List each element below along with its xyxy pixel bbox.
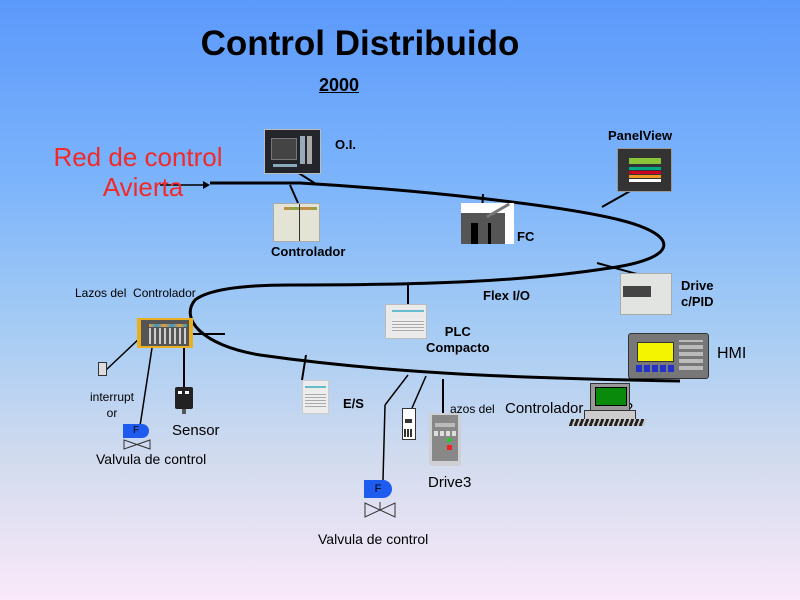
lazos2-label-a: azos del xyxy=(450,402,495,416)
flow-computer-icon[interactable] xyxy=(461,202,514,244)
plc-label-line2: Compacto xyxy=(426,340,490,355)
small-drive-icon[interactable] xyxy=(402,408,416,440)
drop-drive-pid xyxy=(596,262,638,275)
io-module-icon[interactable] xyxy=(302,380,329,414)
wire-valve1 xyxy=(139,347,153,427)
drop-panelview xyxy=(601,189,633,208)
controller-rack-icon[interactable] xyxy=(137,318,193,348)
interruptor-label-line1: interrupt xyxy=(89,390,135,404)
control-valve-icon[interactable]: F xyxy=(364,480,396,518)
valve-body-icon xyxy=(364,502,396,518)
drop-controlador xyxy=(289,184,299,204)
drive3-icon[interactable] xyxy=(429,413,461,466)
valve-letter: F xyxy=(123,424,149,438)
control-valve-icon[interactable]: F xyxy=(123,424,153,450)
valve-body-icon xyxy=(123,439,151,450)
drop-valve2-a xyxy=(384,374,409,406)
es-label: E/S xyxy=(343,396,364,411)
lazos2-label-b: Controlador xyxy=(505,400,584,417)
drop-drive-small xyxy=(411,375,427,409)
controlador-label: Controlador xyxy=(271,244,346,259)
drive3-label: Drive3 xyxy=(428,474,472,491)
plc-compacto-label: PLC Compacto xyxy=(426,324,490,356)
network-cable xyxy=(188,181,681,383)
page-title: Control Distribuido xyxy=(200,24,520,63)
hmi-icon[interactable] xyxy=(628,333,709,379)
arrow-head-icon xyxy=(203,181,210,189)
panelview-label: PanelView xyxy=(608,128,673,143)
fc-label: FC xyxy=(517,229,535,244)
drive-pid-label-line2: c/PID xyxy=(681,294,714,309)
drop-es xyxy=(301,354,307,381)
oi-label: O.I. xyxy=(335,137,356,152)
network-label: Red de control Avierta xyxy=(48,142,228,202)
panelview-icon[interactable] xyxy=(617,148,672,192)
sensor-label: Sensor xyxy=(172,422,220,439)
drive-icon[interactable] xyxy=(620,273,672,315)
valve-letter: F xyxy=(364,480,392,498)
valvula2-label: Valvula de control xyxy=(318,531,429,547)
lazos-label: Lazos del Controlador xyxy=(75,286,196,300)
switch-icon[interactable] xyxy=(98,362,107,376)
hmi-label: HMI xyxy=(717,345,747,362)
plc-label-line1: PLC xyxy=(444,324,471,339)
valvula1-label: Valvula de control xyxy=(96,451,207,467)
compact-plc-icon[interactable] xyxy=(385,304,427,339)
drive-pid-label-line1: Drive xyxy=(681,278,714,293)
drive-pid-label: Drive c/PID xyxy=(681,278,714,310)
interruptor-label-line2: or xyxy=(106,406,118,420)
network-label-line2: Avierta xyxy=(102,172,184,202)
wire-switch xyxy=(105,335,143,371)
plc-rack-icon[interactable] xyxy=(273,203,320,242)
drop-oi xyxy=(296,171,317,185)
drop-valve2-b xyxy=(382,404,386,481)
flexio-label: Flex I/O xyxy=(483,288,530,303)
year-label: 2000 xyxy=(319,75,360,95)
sensor-icon[interactable] xyxy=(175,387,193,414)
interruptor-label: interrupt or xyxy=(86,389,138,421)
operator-interface-icon[interactable] xyxy=(264,129,321,174)
terminal-icon[interactable] xyxy=(568,383,655,428)
network-label-line1: Red de control xyxy=(53,142,223,172)
